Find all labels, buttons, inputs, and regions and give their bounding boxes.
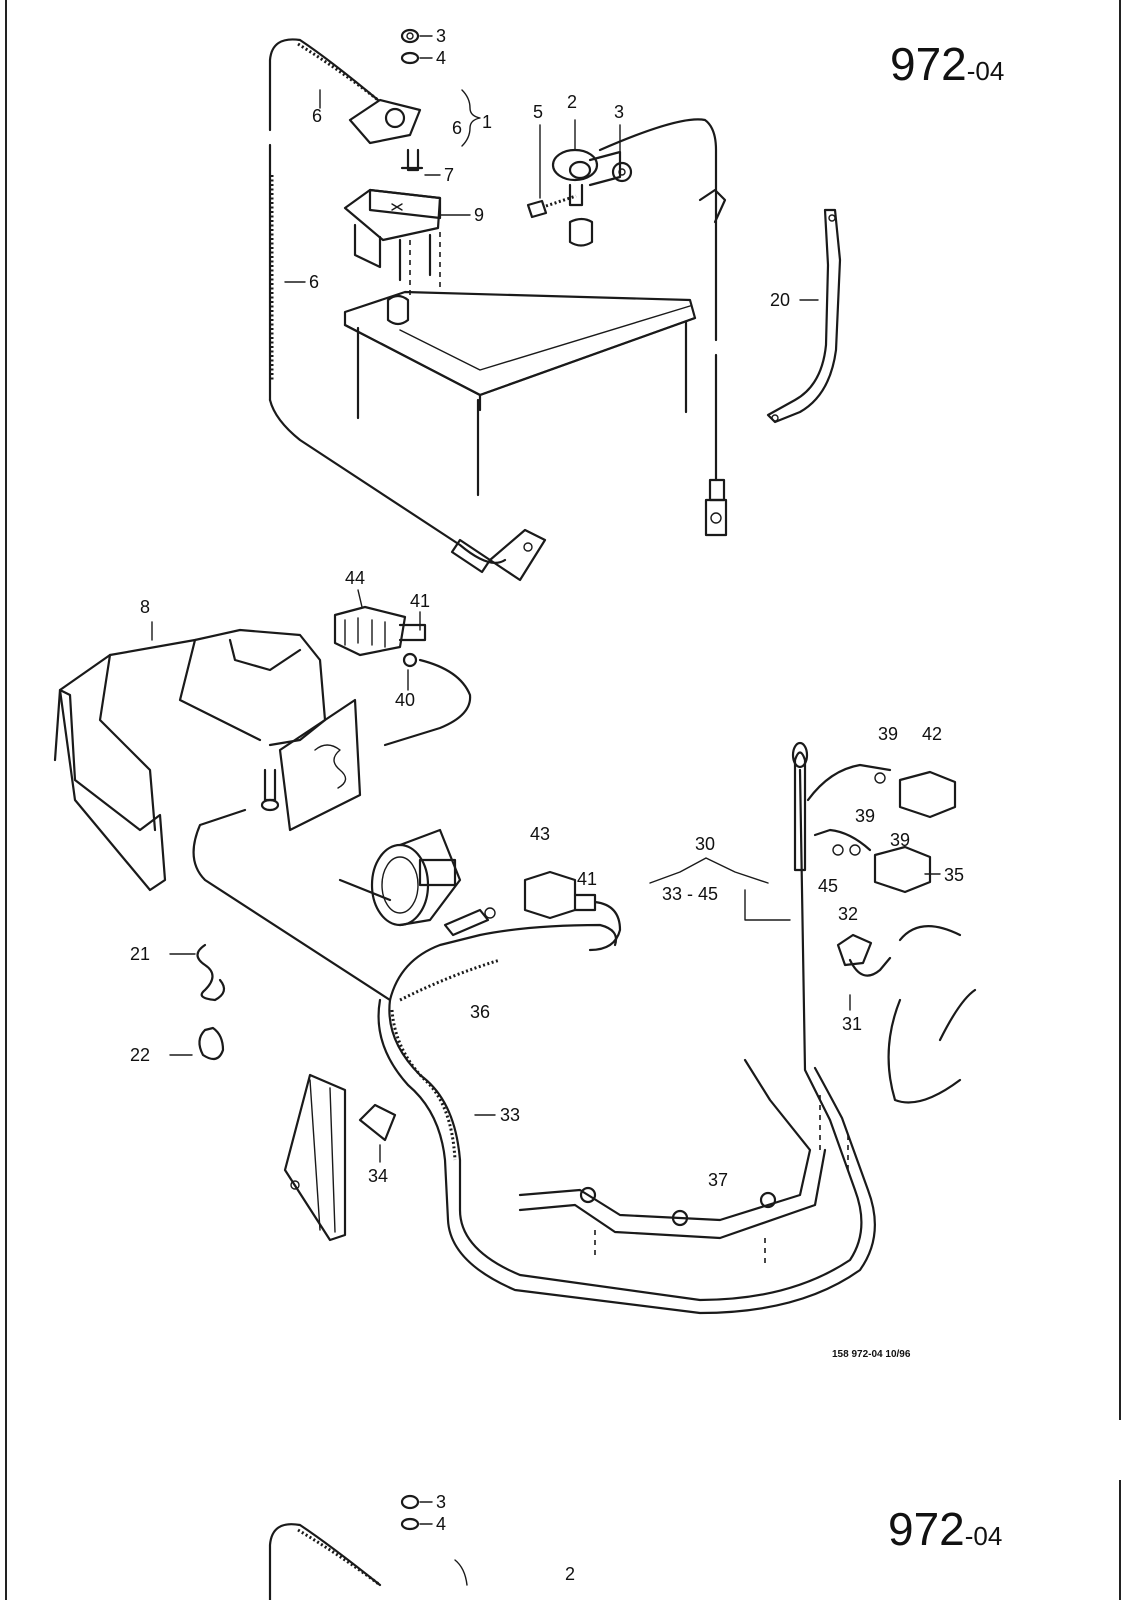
ground-strap-20: [766, 208, 842, 424]
callout-20: 20: [770, 290, 790, 310]
callout-34: 34: [368, 1166, 388, 1186]
cable-36: [192, 808, 618, 1002]
callout-35: 35: [944, 865, 964, 885]
callout-9: 9: [474, 205, 484, 225]
nut-3b: [611, 161, 633, 183]
next-callout-4: 4: [436, 1514, 446, 1534]
callout-21: 21: [130, 944, 150, 964]
callout-30: 30: [695, 834, 715, 854]
callout-45: 45: [818, 876, 838, 896]
callout-leaders: [151, 35, 941, 1163]
cable-40: [383, 652, 472, 747]
callout-7: 7: [444, 165, 454, 185]
clip-21: [196, 943, 226, 1002]
callout-3: 3: [436, 26, 446, 46]
callout-30-range: 33 - 45: [662, 884, 718, 904]
ground-cable-6: [268, 38, 547, 582]
callout-31: 31: [842, 1014, 862, 1034]
battery: [343, 217, 697, 497]
callout-22: 22: [130, 1045, 150, 1065]
footer-reference: 158 972-04 10/96: [832, 1349, 911, 1360]
next-callout-2: 2: [565, 1564, 575, 1584]
callout-39a: 39: [878, 724, 898, 744]
harness-right: [806, 763, 977, 1104]
callout-6c: 6: [309, 272, 319, 292]
callout-44: 44: [345, 568, 365, 588]
clip-22: [198, 1026, 225, 1061]
callout-4: 4: [436, 48, 446, 68]
callout-6b: 6: [452, 118, 462, 138]
callout-5: 5: [533, 102, 543, 122]
callout-37: 37: [708, 1170, 728, 1190]
positive-cable: [598, 118, 728, 537]
callout-42: 42: [922, 724, 942, 744]
callout-33: 33: [500, 1105, 520, 1125]
nut-3: [400, 28, 420, 44]
relay-9: [343, 188, 442, 295]
callout-1: 1: [482, 112, 492, 132]
washer-4: [400, 51, 420, 65]
connector-44: [333, 605, 427, 657]
callout-39b: 39: [855, 806, 875, 826]
callout-40: 40: [395, 690, 415, 710]
callout-3b: 3: [614, 102, 624, 122]
next-page-number: 972-04: [888, 1503, 1002, 1555]
cable-33: [377, 741, 876, 1315]
next-page-preview: [268, 1494, 468, 1600]
page-number: 972-04: [890, 38, 1004, 90]
connector-43: [523, 870, 622, 952]
bracket-34: [283, 1073, 397, 1242]
callout-36: 36: [470, 1002, 490, 1022]
bolt-5: [526, 194, 577, 219]
bracket-8: [53, 628, 362, 892]
solenoid: [338, 828, 462, 927]
callout-labels: 3 4 6 6 1 7 9 6 5 2 3 20 8 44 41 40 39 4…: [130, 26, 964, 1190]
callout-32: 32: [838, 904, 858, 924]
terminal-clamp-1: [348, 98, 424, 172]
terminal-clamp-2: [551, 148, 622, 207]
callout-43: 43: [530, 824, 550, 844]
callout-6: 6: [312, 106, 322, 126]
callout-8: 8: [140, 597, 150, 617]
callout-41: 41: [410, 591, 430, 611]
callout-41b: 41: [577, 869, 597, 889]
callout-2: 2: [567, 92, 577, 112]
callout-39c: 39: [890, 830, 910, 850]
next-callout-3: 3: [436, 1492, 446, 1512]
rail-37: [518, 1058, 849, 1268]
